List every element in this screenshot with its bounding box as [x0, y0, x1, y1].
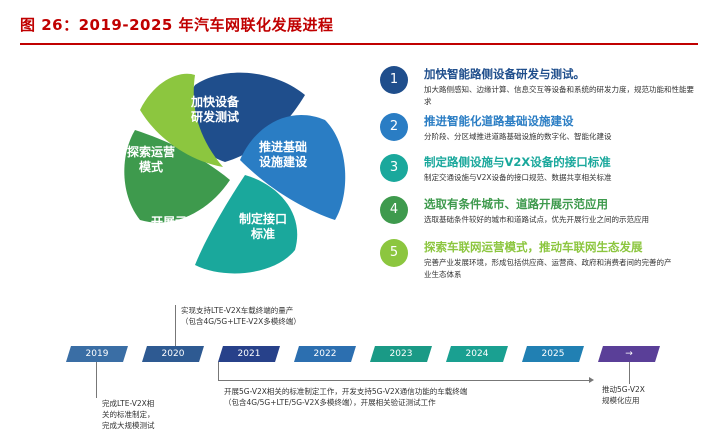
note-2020-line2: （包含4G/5G+LTE-V2X多模终端） [181, 317, 301, 326]
petal-label-1: 加快设备 研发测试 [170, 95, 260, 125]
petal-label-3-line2: 标准 [250, 227, 275, 241]
petal-5 [140, 73, 223, 167]
goal-1-heading: 加快智能路侧设备研发与测试。 [424, 67, 585, 81]
petal-label-1-line1: 加快设备 [190, 95, 239, 109]
goal-4: 4 选取有条件城市、道路开展示范应用 选取基础条件较好的城市和道路试点，优先开展… [380, 196, 700, 236]
title-rule [20, 43, 698, 45]
note-future: 推动5G-V2X 规模化应用 [602, 384, 645, 406]
goal-3: 3 制定路侧设施与V2X设备的接口标准 制定交通设施与V2X设备的接口规范、数据… [380, 154, 700, 194]
goal-5: 5 探索车联网运营模式，推动车联网生态发展 完善产业发展环境，形成包括供应商、运… [380, 239, 700, 279]
timeline-future-arrow: → [598, 346, 660, 362]
note-2021-2025: 开展5G-V2X相关的标准制定工作，开发支持5G-V2X通信功能的车载终端 （包… [224, 386, 467, 408]
connector-future [629, 362, 630, 384]
goal-1: 1 加快智能路侧设备研发与测试。 加大路侧感知、边缘计算、信息交互等设备和系统的… [380, 66, 700, 106]
timeline-2019: 2019 [66, 346, 128, 362]
goal-2-heading: 推进智能化道路基础设施建设 [424, 114, 574, 128]
petal-2 [240, 114, 346, 220]
petal-label-3: 制定接口 标准 [218, 212, 308, 242]
connector-2021 [218, 362, 219, 380]
goal-1-number: 1 [380, 66, 408, 94]
goal-5-description: 完善产业发展环境，形成包括供应商、运营商、政府和消费者间的完善的产业生态体系 [424, 258, 672, 279]
figure-title: 图 26：2019-2025 年汽车网联化发展进程 [20, 16, 334, 34]
note-2019: 完成LTE-V2X相 关的标准制定， 完成大规模测试 [102, 398, 155, 431]
goal-2-number: 2 [380, 113, 408, 141]
petal-label-2-line2: 设施建设 [258, 155, 307, 169]
petal-label-4-line2: 应用 [162, 230, 187, 244]
note-2020: 实现支持LTE-V2X车载终端的量产 （包含4G/5G+LTE-V2X多模终端） [181, 305, 301, 327]
span-arrow-2021-2025 [218, 377, 594, 383]
petal-label-2-line1: 推进基础 [258, 140, 307, 154]
goal-3-number: 3 [380, 154, 408, 182]
timeline-2022: 2022 [294, 346, 356, 362]
note-2021-2025-line2: （包含4G/5G+LTE/5G-V2X多模终端），开展相关验证测试工作 [224, 398, 436, 407]
timeline-2024: 2024 [446, 346, 508, 362]
note-2021-2025-line1: 开展5G-V2X相关的标准制定工作，开发支持5G-V2X通信功能的车载终端 [224, 387, 468, 396]
petal-3 [195, 175, 298, 274]
petal-label-4: 开展示范 应用 [130, 215, 220, 245]
goal-2-description: 分阶段、分区域推进道路基础设施的数字化、智能化建设 [424, 132, 612, 141]
timeline-2020: 2020 [142, 346, 204, 362]
note-future-line1: 推动5G-V2X [602, 385, 645, 394]
goal-4-heading: 选取有条件城市、道路开展示范应用 [424, 197, 608, 211]
petal-label-4-line1: 开展示范 [150, 215, 199, 229]
goal-5-number: 5 [380, 239, 408, 267]
petal-label-5-line1: 探索运营 [126, 145, 175, 159]
petal-label-5-line2: 模式 [138, 160, 163, 174]
goal-3-description: 制定交通设施与V2X设备的接口规范、数据共享相关标准 [424, 173, 612, 182]
goal-2: 2 推进智能化道路基础设施建设 分阶段、分区域推进道路基础设施的数字化、智能化建… [380, 113, 700, 153]
note-2019-line1: 完成LTE-V2X相 [102, 399, 155, 408]
note-2020-line1: 实现支持LTE-V2X车载终端的量产 [181, 306, 294, 315]
goal-3-heading: 制定路侧设施与V2X设备的接口标准 [424, 155, 611, 169]
goal-1-description: 加大路侧感知、边缘计算、信息交互等设备和系统的研发力度，规范功能和性能要求 [424, 85, 694, 106]
connector-2020 [175, 305, 176, 346]
petal-label-3-line1: 制定接口 [238, 212, 287, 226]
petal-label-2: 推进基础 设施建设 [238, 140, 328, 170]
pinwheel-diagram [124, 72, 346, 274]
petal-1 [186, 72, 305, 162]
note-2019-line3: 完成大规模测试 [102, 421, 155, 430]
petal-label-1-line2: 研发测试 [190, 110, 239, 124]
goal-4-number: 4 [380, 196, 408, 224]
note-future-line2: 规模化应用 [602, 396, 640, 405]
timeline-2023: 2023 [370, 346, 432, 362]
timeline-2021: 2021 [218, 346, 280, 362]
note-2019-line2: 关的标准制定， [102, 410, 155, 419]
connector-2019 [96, 362, 97, 398]
petal-label-5: 探索运营 模式 [106, 145, 196, 175]
timeline-2025: 2025 [522, 346, 584, 362]
goal-4-description: 选取基础条件较好的城市和道路试点，优先开展行业之间的示范应用 [424, 215, 649, 224]
goal-5-heading: 探索车联网运营模式，推动车联网生态发展 [424, 240, 643, 254]
petal-4 [124, 130, 230, 223]
